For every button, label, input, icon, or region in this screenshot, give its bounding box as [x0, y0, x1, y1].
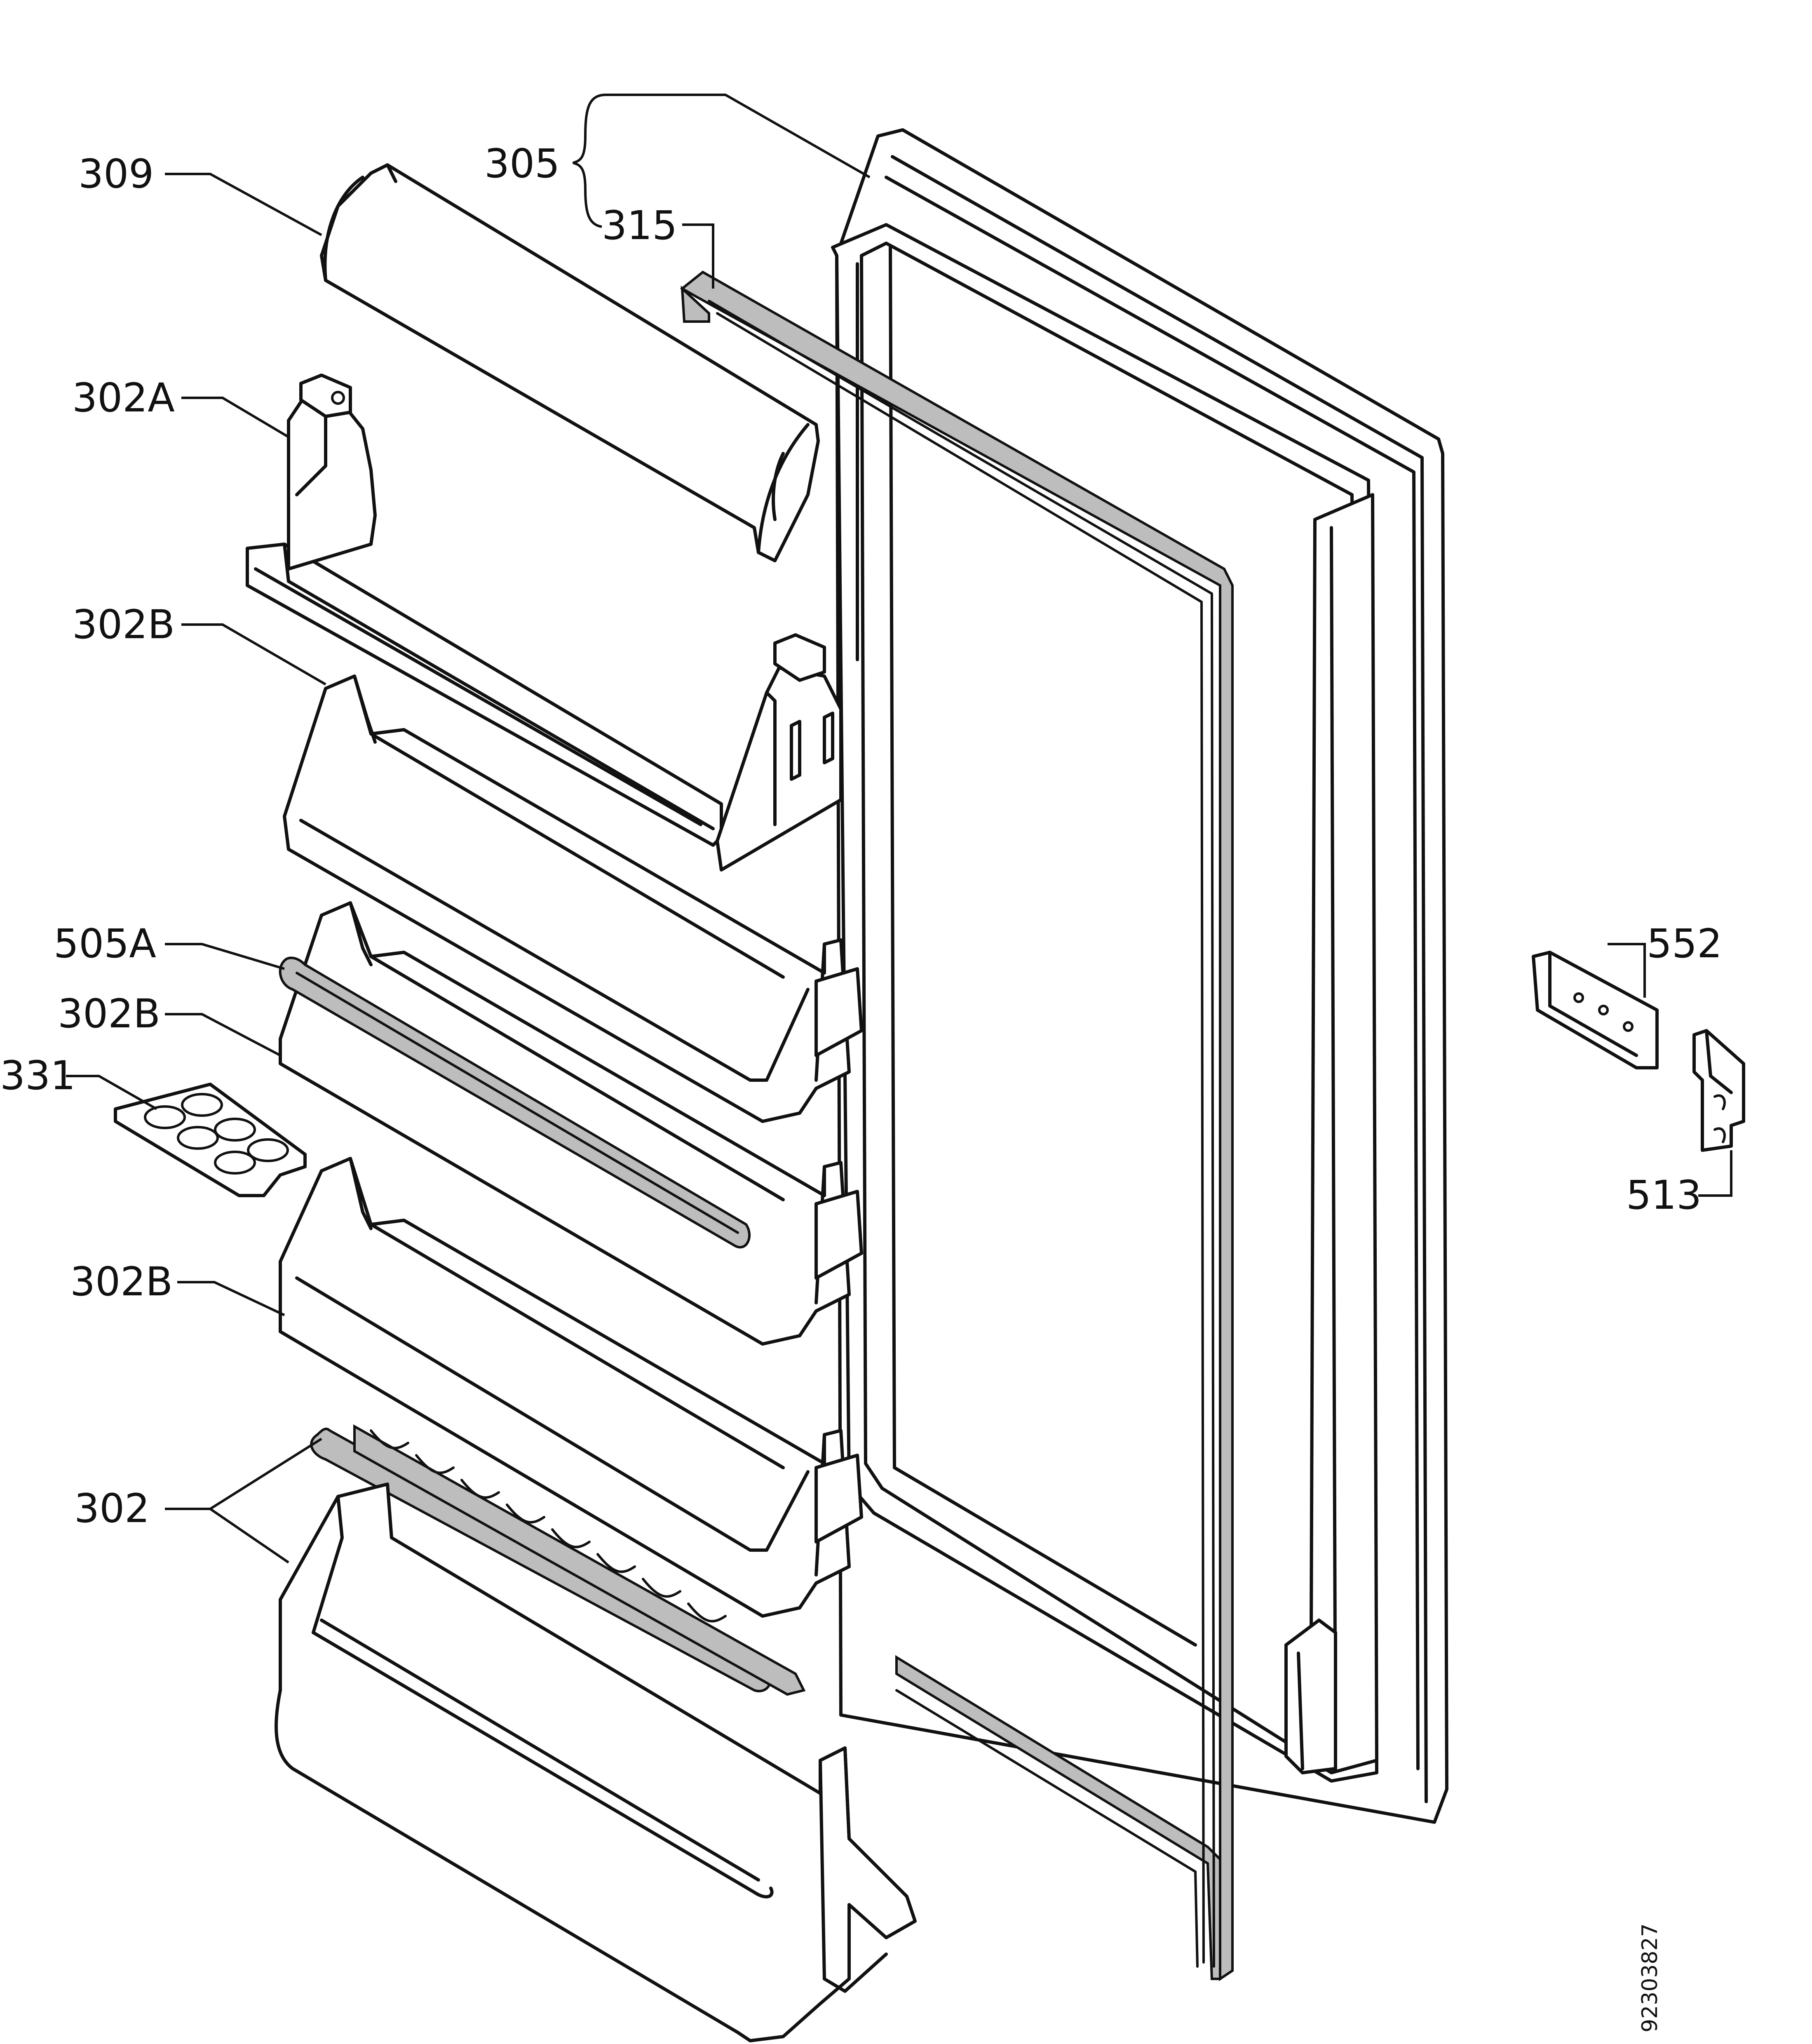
label-302: 302 — [74, 1485, 150, 1532]
door-gasket — [680, 270, 1234, 1981]
label-315: 315 — [602, 202, 677, 249]
label-552: 552 — [1647, 921, 1722, 967]
door-shelf-302b-3 — [279, 1157, 863, 1618]
label-305: 305 — [484, 141, 560, 187]
label-505a: 505A — [54, 921, 156, 967]
leader-lines — [66, 94, 1732, 1564]
door-shelf-302a — [246, 374, 843, 872]
label-302a: 302A — [72, 375, 175, 421]
drawing-code: 92303827 — [1638, 1923, 1662, 2032]
label-331: 331 — [0, 1053, 75, 1099]
hinge-plate-552 — [1532, 951, 1659, 1069]
hinge-bracket-513 — [1692, 1029, 1745, 1152]
door-liner — [831, 223, 1378, 1783]
bottle-rack-rail — [310, 1424, 806, 1696]
dairy-compartment-flap — [320, 163, 820, 562]
label-302b-2: 302B — [58, 991, 160, 1037]
label-302b-1: 302B — [72, 601, 175, 648]
bottle-shelf-302 — [275, 1482, 917, 2042]
label-302b-3: 302B — [70, 1259, 173, 1305]
label-513: 513 — [1626, 1172, 1702, 1218]
label-309: 309 — [78, 151, 154, 197]
door-shelf-302b-1 — [283, 674, 863, 1123]
bottle-retainer-bar-505a — [279, 956, 751, 1249]
egg-tray-331 — [114, 1083, 307, 1197]
